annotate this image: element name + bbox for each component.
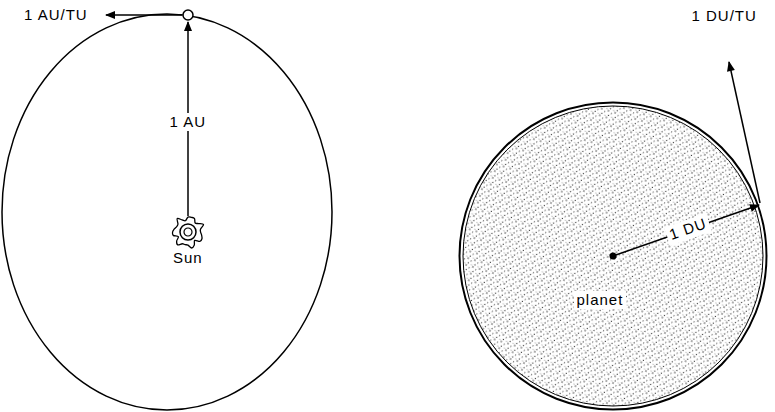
sun-corona (172, 217, 203, 248)
sun-core (184, 228, 192, 236)
orbit (2, 14, 332, 410)
dimension-label: 1 DU (664, 213, 712, 245)
dimension-label: 1 AU/TU (24, 7, 88, 24)
dimension-label: 1 AU (167, 113, 210, 132)
velocity-arrow (106, 14, 182, 16)
planet-surface (463, 106, 763, 406)
planet-rim (460, 103, 767, 410)
sun-disk (180, 224, 196, 240)
dimension-label: 1 DU/TU (692, 8, 757, 25)
radius-arrow (613, 205, 759, 256)
node-label: planet (574, 291, 627, 310)
node-label: Sun (173, 250, 203, 267)
sun-node: Sun (166, 214, 210, 268)
satellite (183, 10, 193, 20)
velocity-arrow (729, 62, 760, 203)
